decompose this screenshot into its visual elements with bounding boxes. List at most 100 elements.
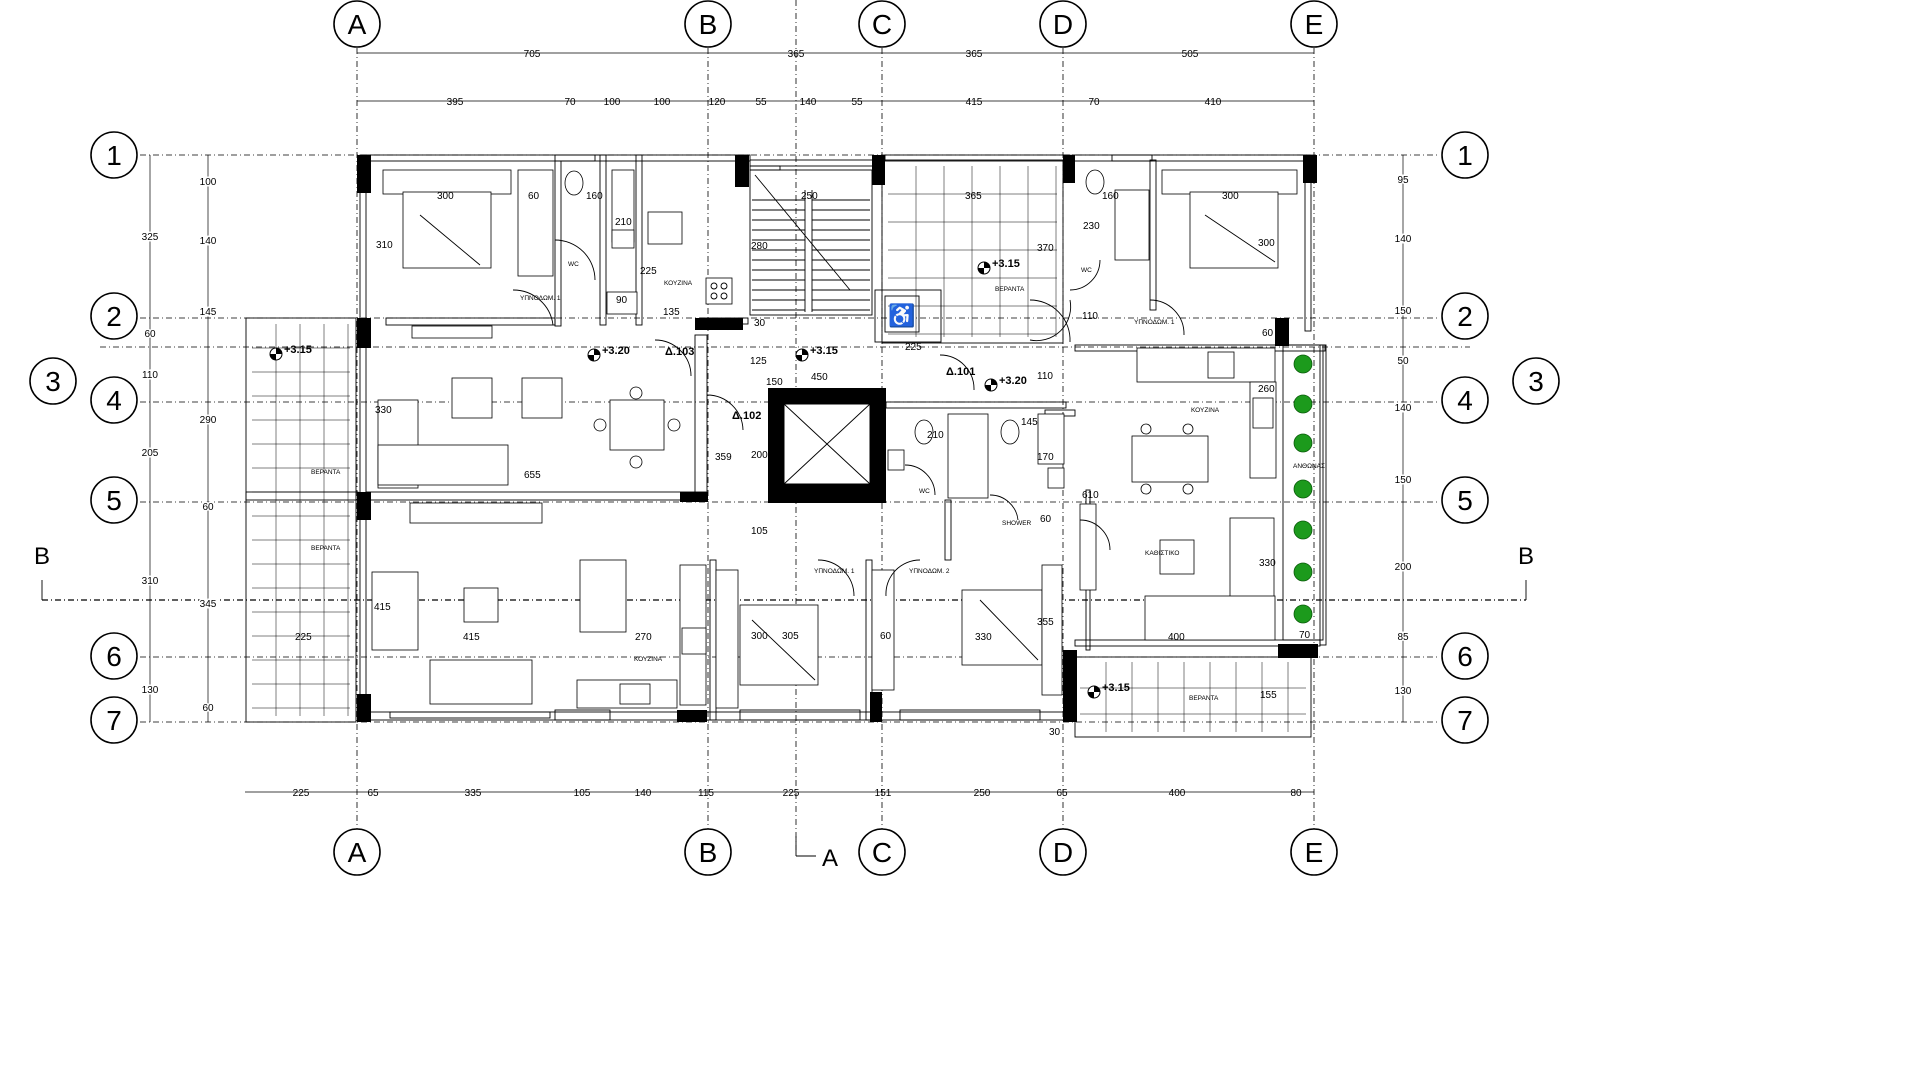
grid-label: 4 <box>1457 385 1473 416</box>
stove <box>705 277 733 305</box>
room-label-veranda: ΒΕΡΑΝΤΑ <box>1189 695 1219 702</box>
level-text: +3.15 <box>284 344 312 356</box>
dim-label: 100 <box>200 177 217 188</box>
grid-bubble-right-5: 5 <box>1441 476 1489 524</box>
dim-label: 505 <box>1182 49 1199 60</box>
room-dim: 225 <box>640 266 657 277</box>
washbasin <box>611 229 635 249</box>
room-label-wc: WC <box>919 488 930 495</box>
grid-label: 3 <box>1528 366 1544 397</box>
level-text: +3.20 <box>602 345 630 357</box>
veranda-tiles-left <box>252 324 350 716</box>
room-label-kitchen: ΚΟΥΖΙΝΑ <box>634 656 663 663</box>
dim-label: 55 <box>851 97 863 108</box>
level-marker: +3.15 <box>795 345 838 362</box>
room-dim: 300 <box>1222 191 1239 202</box>
apartment-label-102: Δ.102 <box>732 410 761 422</box>
dim-label: 70 <box>1088 97 1100 108</box>
grid-bubble-right-4: 4 <box>1441 376 1489 424</box>
sofa-5 <box>1144 595 1276 641</box>
room-dim: 250 <box>801 191 818 202</box>
grid-label: E <box>1305 837 1324 868</box>
apartment-labels: Δ.101 Δ.102 Δ.103 <box>665 346 975 422</box>
grid-label: B <box>699 837 718 868</box>
stair-treads <box>752 199 870 311</box>
dim-label: 335 <box>465 788 482 799</box>
veranda-tiles-bottom <box>1080 662 1306 732</box>
wardrobe-5 <box>1161 169 1298 195</box>
toilet-2 <box>914 419 934 445</box>
grid-bubble-bottom-b: B <box>684 828 732 876</box>
room-label-veranda: ΒΕΡΑΝΤΑ <box>311 469 341 476</box>
armchair <box>521 377 563 419</box>
bathtub-3 <box>1114 189 1150 261</box>
dim-label: 85 <box>1397 632 1409 643</box>
grid-label: 6 <box>106 641 122 672</box>
level-marker: +3.15 <box>1087 682 1130 699</box>
fridge <box>606 291 638 315</box>
room-dim: 225 <box>905 342 922 353</box>
grid-label: 7 <box>106 705 122 736</box>
room-dim: 105 <box>751 526 768 537</box>
room-dim: 210 <box>927 430 944 441</box>
bed-3 <box>961 589 1043 666</box>
dim-label: 80 <box>1290 788 1302 799</box>
room-dim: 60 <box>1040 514 1052 525</box>
dim-label: 100 <box>604 97 621 108</box>
dim-label: 130 <box>1395 686 1412 697</box>
wardrobe-2 <box>715 569 739 709</box>
room-dim: 135 <box>663 307 680 318</box>
dim-label: 395 <box>447 97 464 108</box>
dim-label: 110 <box>142 370 158 381</box>
stove-3 <box>1207 351 1235 379</box>
washbasin-2 <box>1047 467 1065 489</box>
room-dim: 355 <box>1037 617 1054 628</box>
dim-label: 105 <box>574 788 591 799</box>
dim-top-major: 705 365 365 505 <box>524 49 1199 60</box>
toilet <box>564 170 584 196</box>
grid-label: 7 <box>1457 705 1473 736</box>
planter-plants <box>1293 354 1313 624</box>
room-dim: 655 <box>524 470 541 481</box>
washbasin-3 <box>887 449 905 471</box>
room-dim: 359 <box>715 452 732 463</box>
dim-label: 325 <box>142 232 159 243</box>
room-label-wc: WC <box>568 261 579 268</box>
plant-icon <box>1293 562 1313 582</box>
dim-left-inner: 100 140 145 60 110 205 60 345 60 <box>140 176 218 716</box>
grid-bubble-bottom-a: A <box>333 828 381 876</box>
grid-label: A <box>348 837 367 868</box>
level-text: +3.15 <box>810 345 838 357</box>
grid-label: 3 <box>45 366 61 397</box>
dim-label: 115 <box>698 788 714 799</box>
bed-2 <box>739 604 819 686</box>
dim-label: 60 <box>202 703 214 714</box>
grid-label: 1 <box>1457 140 1473 171</box>
section-labels: B B A <box>34 543 1534 872</box>
dim-label: 140 <box>200 236 217 247</box>
room-dim: 170 <box>1037 452 1054 463</box>
column-bubbles-top: A B C D E <box>333 0 1338 48</box>
room-dim: 160 <box>1102 191 1119 202</box>
room-dim: 90 <box>616 295 628 306</box>
dim-label: 95 <box>1397 175 1409 186</box>
dim-label: 140 <box>1395 403 1412 414</box>
dim-label: 225 <box>293 788 310 799</box>
grid-bubble-left-4: 4 <box>90 376 138 424</box>
dim-label: 205 <box>142 448 159 459</box>
room-dim: 300 <box>1258 238 1275 249</box>
shower-tray <box>1037 413 1065 465</box>
grid-bubble-left-2: 2 <box>90 292 138 340</box>
dim-label: 150 <box>1395 306 1412 317</box>
dining-table-3 <box>1131 435 1209 483</box>
room-labels: WC ΥΠΝΟΔΩΜ. 1 ΚΟΥΖΙΝΑ ΒΕΡΑΝΤΑ WC ΥΠΝΟΔΩΜ… <box>311 261 1325 702</box>
bathtub-2 <box>947 413 989 499</box>
dimension-lines <box>149 52 1404 793</box>
room-dim: 30 <box>754 318 766 329</box>
dim-label: 365 <box>966 49 983 60</box>
grid-label: A <box>348 9 367 40</box>
grid-bubble-left-3: 3 <box>29 357 77 405</box>
plant-icon <box>1293 354 1313 374</box>
level-marker: +3.20 <box>984 375 1027 392</box>
grid-bubble-top-d: D <box>1039 0 1087 48</box>
